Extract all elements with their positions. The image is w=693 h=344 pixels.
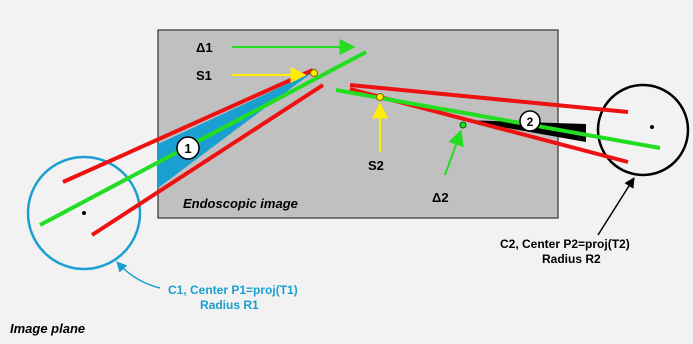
axis-delta2 bbox=[335, 88, 661, 150]
marker-1-label: 1 bbox=[184, 141, 191, 156]
label-s1: S1 bbox=[196, 68, 212, 83]
label-c1-line2: Radius R1 bbox=[200, 298, 259, 312]
label-c2-line1: C2, Center P2=proj(T2) bbox=[500, 237, 630, 251]
c1-pointer-arrow bbox=[116, 261, 161, 289]
marker-1-icon: 1 bbox=[176, 136, 200, 160]
label-image-plane: Image plane bbox=[10, 321, 85, 336]
label-s2: S2 bbox=[368, 158, 384, 173]
delta2-point bbox=[459, 121, 467, 129]
circle-c2 bbox=[596, 83, 690, 177]
center-p1-dot bbox=[82, 211, 86, 215]
label-c1-line1: C1, Center P1=proj(T1) bbox=[168, 283, 298, 297]
axis-delta1 bbox=[39, 50, 367, 227]
marker-2-label: 2 bbox=[527, 115, 534, 129]
s1-point bbox=[310, 69, 318, 77]
circle-c1 bbox=[26, 155, 142, 271]
marker-2-icon: 2 bbox=[519, 110, 541, 132]
cone2-upper-edge bbox=[349, 83, 629, 114]
center-p2-dot bbox=[650, 125, 654, 129]
s2-point bbox=[376, 93, 384, 101]
label-endoscopic-image: Endoscopic image bbox=[183, 196, 298, 211]
label-c2-line2: Radius R2 bbox=[542, 252, 601, 266]
label-delta2: Δ2 bbox=[432, 190, 449, 205]
cone1-lower-edge bbox=[90, 83, 325, 237]
c2-pointer-arrow bbox=[597, 177, 635, 236]
label-delta1: Δ1 bbox=[196, 40, 213, 55]
cone1-upper-edge bbox=[62, 68, 314, 184]
delta2-arrow bbox=[444, 129, 464, 176]
